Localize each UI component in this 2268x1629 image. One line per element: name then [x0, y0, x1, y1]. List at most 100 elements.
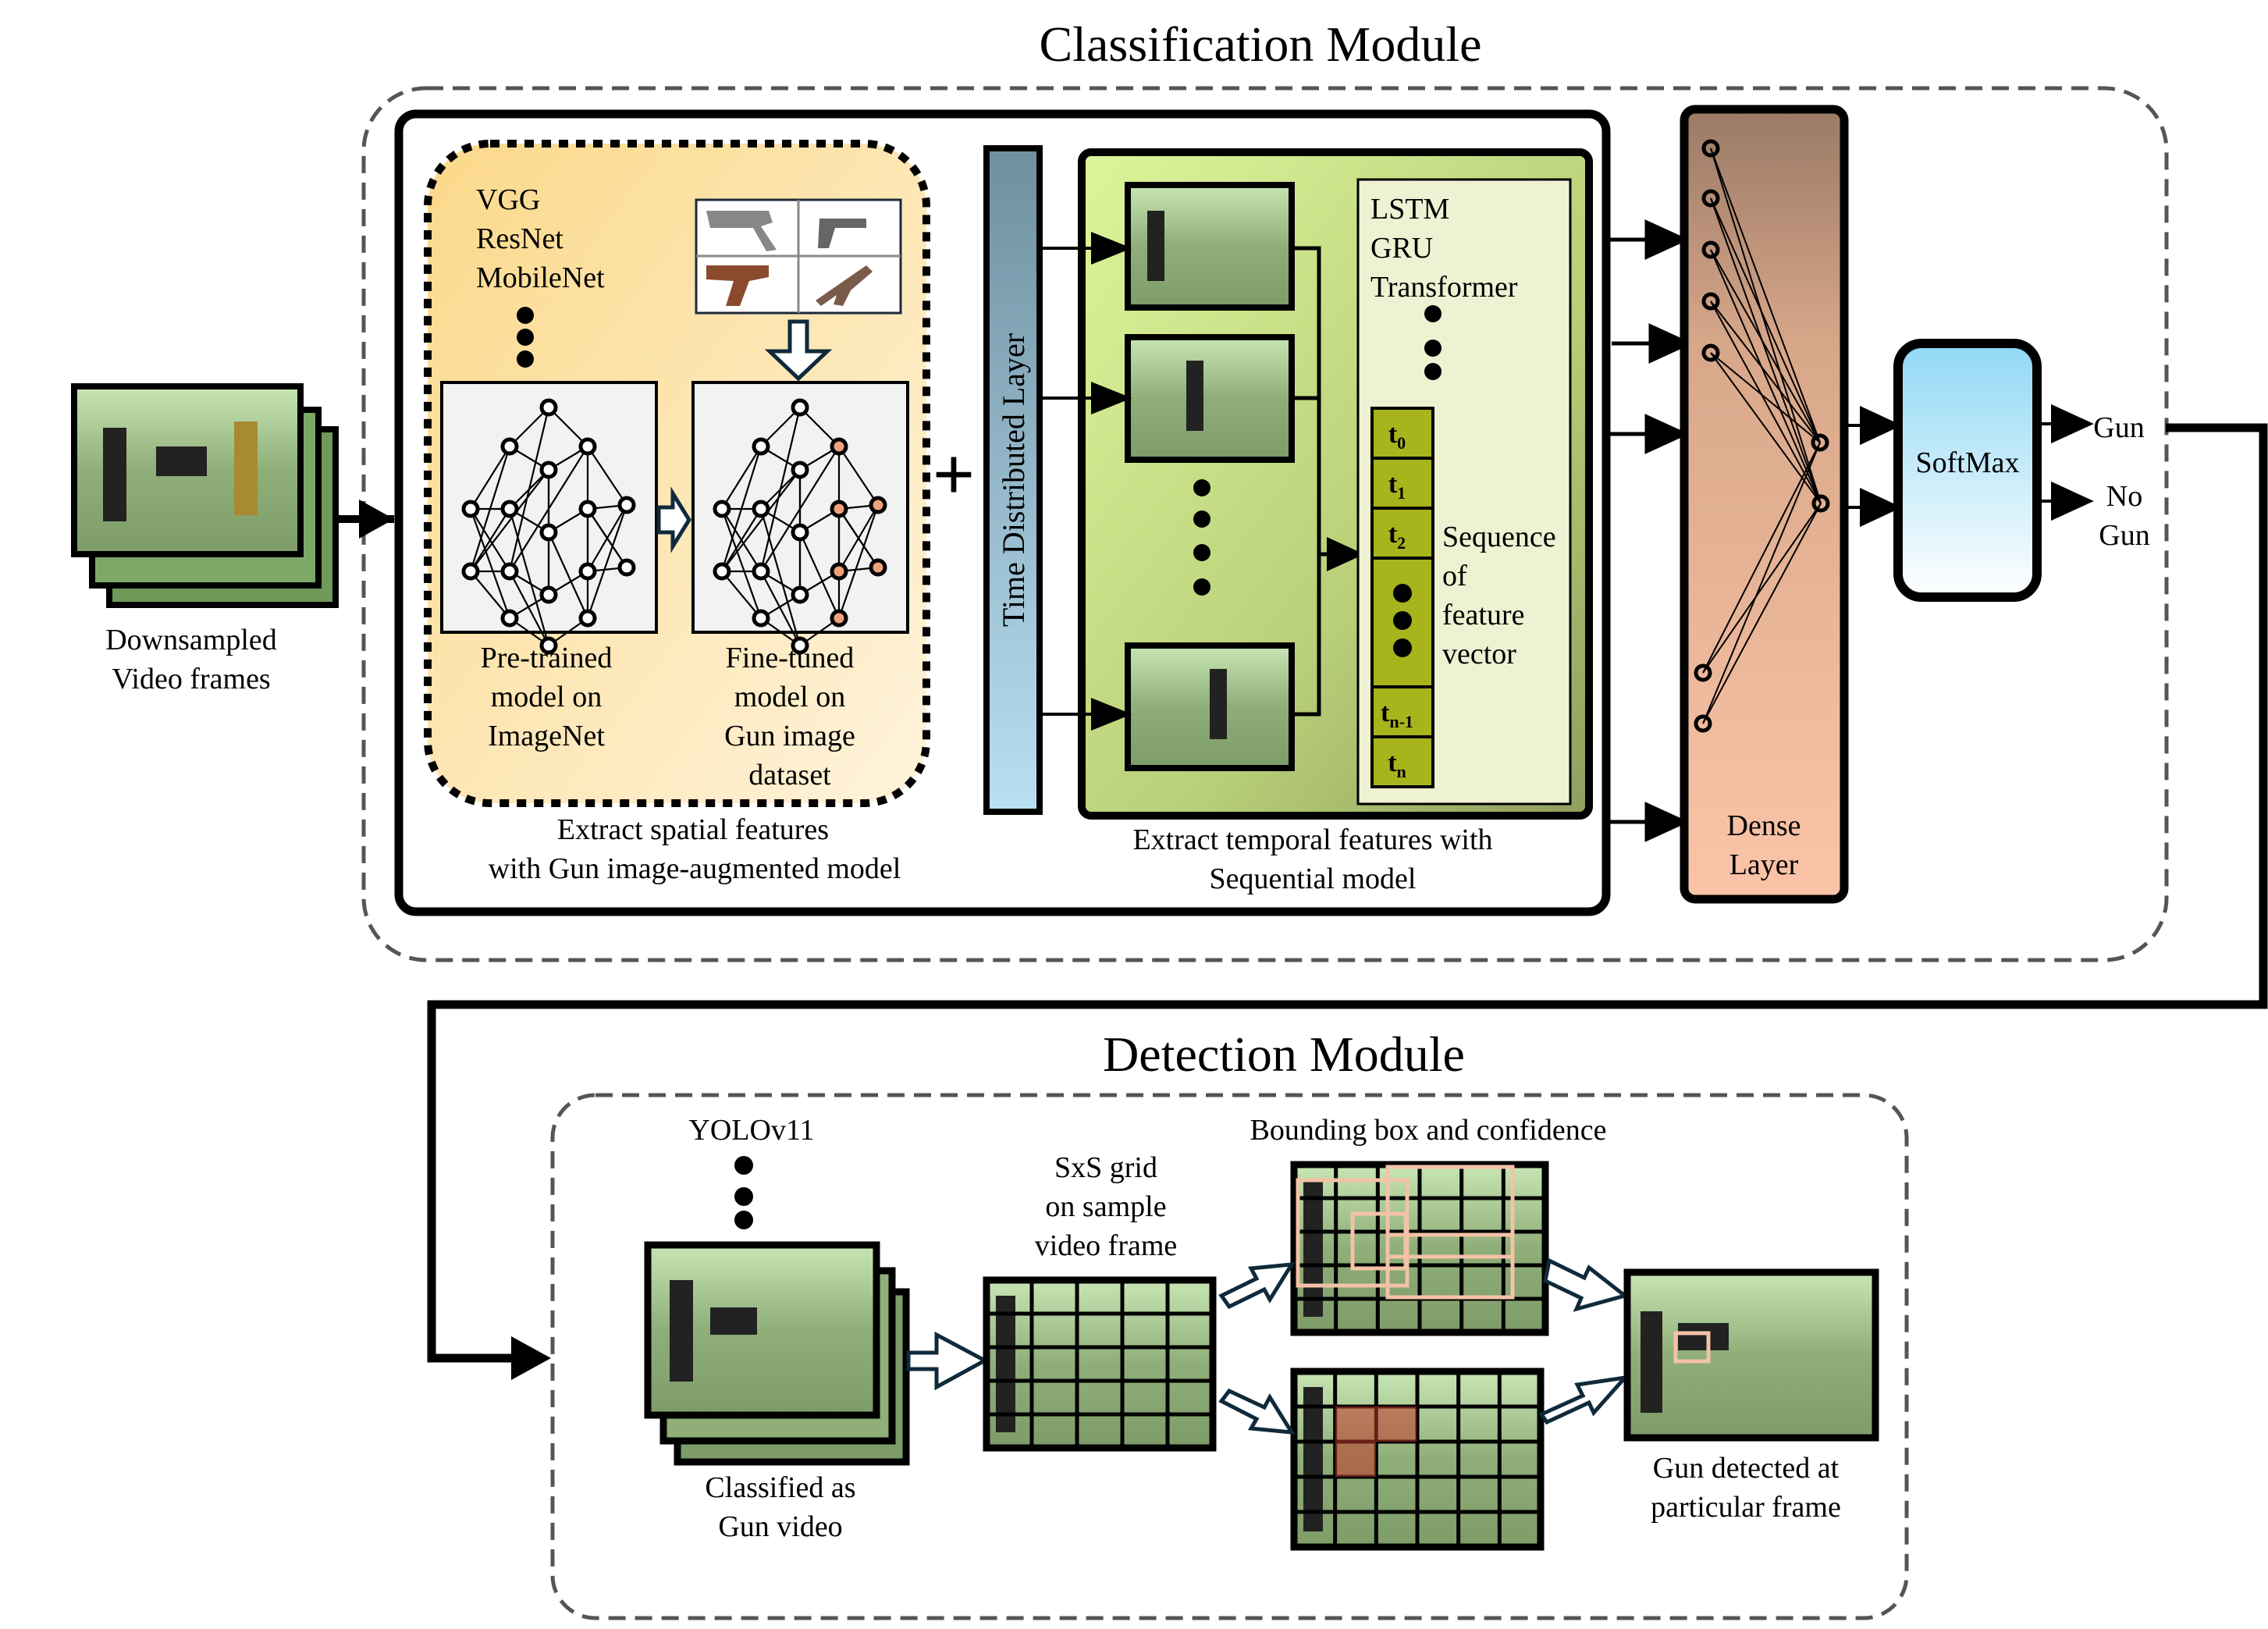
- network-edge: [470, 446, 510, 510]
- candidate-bbox: [1385, 1165, 1515, 1259]
- dense-edge: [1710, 301, 1821, 443]
- network-node: [791, 523, 809, 542]
- dense-edge: [1710, 148, 1821, 443]
- output-arrows: [2037, 404, 2094, 521]
- network-node: [539, 636, 558, 655]
- dense-node: [1694, 663, 1712, 682]
- network-node: [500, 437, 519, 456]
- network-node: [500, 500, 519, 518]
- ellipsis-dots-backbones: [517, 307, 534, 368]
- softmax-layer: [1893, 339, 2042, 602]
- sequence-label-line3: feature: [1442, 599, 1524, 631]
- network-node: [578, 609, 597, 628]
- network-edge: [760, 407, 801, 447]
- input-label-line1: Downsampled: [105, 624, 277, 656]
- finetuned-label-line3: Gun image: [724, 720, 855, 752]
- classified-label-line1: Classified as: [705, 1471, 855, 1504]
- person-silhouette: [1303, 1387, 1323, 1531]
- hollow-arrow-conf-to-result: [1538, 1375, 1630, 1425]
- dense-edge: [1710, 148, 1822, 504]
- input-arrow-head: [359, 500, 394, 539]
- dense-edge: [1702, 503, 1822, 674]
- network-node: [617, 558, 636, 577]
- network-edge: [721, 469, 801, 572]
- rifle-icon: [816, 265, 873, 306]
- network-node: [539, 523, 558, 542]
- softmax-label: SoftMax: [1916, 446, 2020, 479]
- classification-title: Classification Module: [1039, 16, 1481, 72]
- softmax-input-arrows: [1844, 405, 1902, 528]
- output-no: No: [2106, 480, 2142, 513]
- finetuned-label-line2: model on: [734, 681, 845, 713]
- model-lstm: LSTM: [1370, 193, 1449, 226]
- dense-edge: [1702, 442, 1821, 724]
- pretrained-label-line3: ImageNet: [488, 720, 605, 752]
- dense-node: [1811, 433, 1829, 452]
- grid-sample-frame: [983, 1276, 1217, 1452]
- network-edge: [760, 571, 801, 646]
- bbox-label: Bounding box and confidence: [1250, 1114, 1607, 1147]
- detection-title: Detection Module: [1103, 1026, 1465, 1082]
- ellipsis-dot: [1393, 584, 1412, 603]
- hollow-arrow-right: [656, 486, 691, 553]
- network-node: [791, 398, 809, 417]
- network-edge: [587, 508, 627, 568]
- network-edge: [759, 508, 802, 646]
- temporal-frame-2: [1125, 334, 1295, 463]
- person-silhouette: [996, 1296, 1015, 1432]
- network-node: [752, 500, 770, 518]
- network-node: [752, 437, 770, 456]
- dense-input-arrows: [1608, 219, 1694, 842]
- temporal-frame-1: [1125, 182, 1295, 311]
- dense-edge: [1702, 442, 1821, 674]
- backbone-resnet: ResNet: [476, 222, 563, 255]
- finetuned-label-line4: dataset: [748, 759, 831, 791]
- network-node: [830, 609, 848, 628]
- network-node: [830, 500, 848, 518]
- spatial-caption-line2: with Gun image-augmented model: [489, 852, 901, 885]
- network-edge: [798, 532, 841, 619]
- yolo-label: YOLOv11: [688, 1114, 814, 1147]
- network-node: [791, 461, 809, 479]
- network-edge: [470, 508, 510, 572]
- dense-node: [1701, 343, 1720, 362]
- hollow-arrow-grid-to-bbox: [1218, 1262, 1296, 1310]
- sequence-label-line1: Sequence: [1442, 521, 1556, 553]
- network-node: [713, 500, 731, 518]
- network-edge: [720, 508, 763, 619]
- finetuned-label-line1: Fine-tuned: [726, 642, 855, 674]
- revolver-icon: [706, 211, 777, 251]
- network-edge: [509, 446, 588, 572]
- ellipsis-dot: [1393, 611, 1412, 630]
- dense-node: [1701, 240, 1720, 259]
- plus-symbol: +: [933, 432, 976, 516]
- network-edge: [587, 446, 627, 506]
- detection-module-border: [550, 1093, 1909, 1620]
- spatial-caption-line1: Extract spatial features: [557, 813, 829, 846]
- network-edge: [509, 407, 549, 447]
- dense-label-line1: Dense: [1727, 809, 1801, 842]
- network-edge: [508, 508, 550, 646]
- network-edge: [547, 532, 589, 619]
- ellipsis-dots-frames: [1193, 479, 1210, 596]
- hollow-arrow-grid-to-conf: [1218, 1388, 1296, 1435]
- sequence-input-arrow: [1327, 537, 1364, 571]
- dense-edge: [1710, 301, 1822, 504]
- temporal-frame-n: [1125, 642, 1295, 771]
- temporal-caption-line1: Extract temporal features with: [1132, 823, 1492, 856]
- network-edge: [721, 508, 762, 572]
- ellipsis-dot: [1393, 638, 1412, 657]
- network-edge: [721, 571, 762, 619]
- bounding-box-frame: [1290, 1161, 1549, 1336]
- model-transformer: Transformer: [1370, 271, 1518, 304]
- network-edge: [760, 446, 840, 572]
- network-node: [830, 562, 848, 581]
- classified-frame-stack: [644, 1241, 910, 1466]
- pretrained-label-line2: model on: [491, 681, 602, 713]
- backbone-mobilenet: MobileNet: [476, 261, 605, 294]
- network-edge: [470, 469, 549, 572]
- network-node: [539, 461, 558, 479]
- network-node: [713, 562, 731, 581]
- frame-image: [983, 1276, 1217, 1452]
